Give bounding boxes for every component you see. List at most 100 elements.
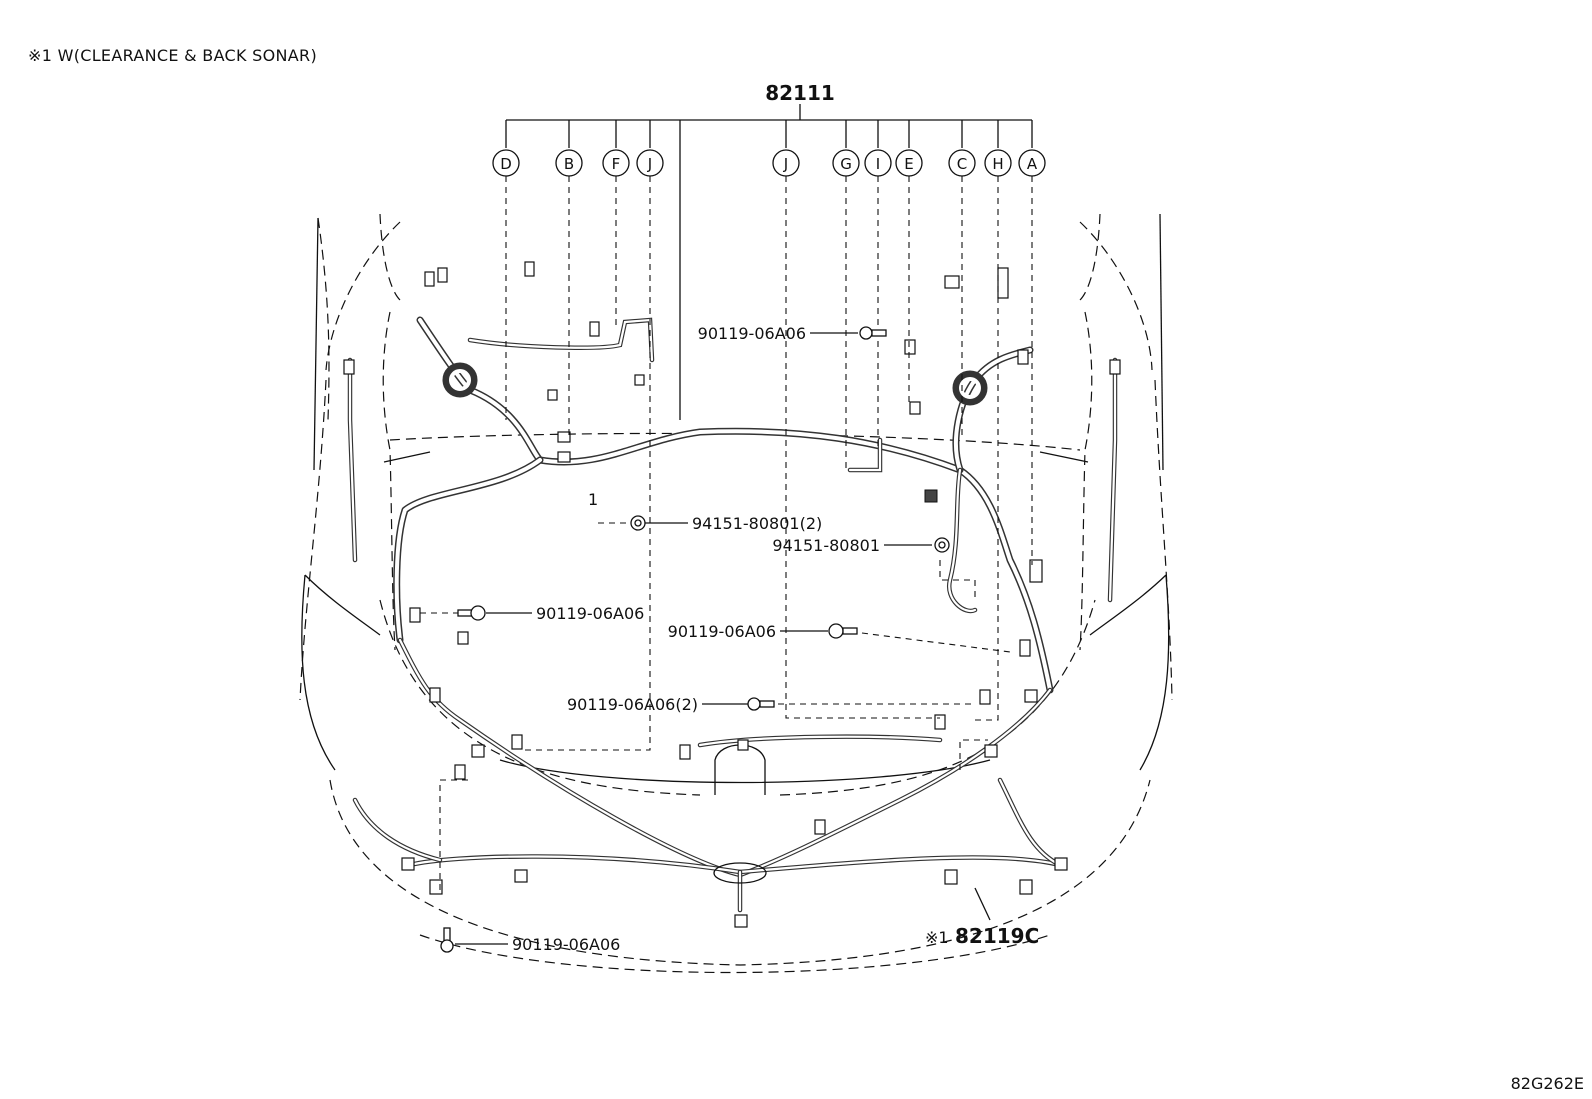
lock-bracket bbox=[714, 744, 766, 795]
cowl-right-tick bbox=[1039, 451, 1089, 463]
connector bbox=[343, 359, 355, 375]
connector bbox=[1109, 359, 1121, 375]
connector bbox=[401, 857, 415, 871]
callout-circle-f: F bbox=[602, 149, 630, 177]
connector bbox=[1054, 857, 1068, 871]
connector bbox=[511, 734, 523, 750]
connector bbox=[457, 631, 469, 645]
sub-part-prefix: ※1 bbox=[925, 928, 949, 947]
connector bbox=[1019, 879, 1033, 895]
connector bbox=[909, 401, 921, 415]
connector bbox=[409, 607, 421, 623]
connector bbox=[1024, 689, 1038, 703]
sonar-variant-note: ※1 W(CLEARANCE & BACK SONAR) bbox=[28, 46, 317, 65]
cowl-line bbox=[389, 432, 1081, 451]
connector bbox=[944, 275, 960, 289]
left-headlamp-top bbox=[304, 574, 381, 636]
callout-circle-a: A bbox=[1018, 149, 1046, 177]
left-grommet bbox=[442, 362, 478, 398]
left-edge-line bbox=[313, 217, 319, 471]
cowl-left-tick bbox=[383, 451, 431, 463]
callout-letter: I bbox=[876, 155, 880, 173]
connector bbox=[979, 689, 991, 705]
connector bbox=[934, 714, 946, 730]
callout-tree bbox=[439, 104, 1033, 890]
callout-circle-j: J bbox=[636, 149, 664, 177]
right-windshield-dash bbox=[1079, 221, 1153, 371]
side-harness-wires bbox=[347, 357, 1118, 603]
sub-part-number: 82119C bbox=[955, 924, 1039, 948]
connector bbox=[1029, 559, 1043, 583]
note-prefix: ※1 bbox=[28, 46, 53, 65]
fastener-callouts: 90119-06A06 94151-80801(2) 1 94151-80801… bbox=[420, 324, 1039, 954]
connector bbox=[984, 744, 998, 758]
connector bbox=[524, 261, 535, 277]
label-bolt-top-right: 90119-06A06 bbox=[698, 324, 806, 343]
callout-letter: G bbox=[840, 155, 852, 173]
right-edge-line bbox=[1159, 213, 1164, 471]
connector bbox=[904, 339, 916, 355]
label-bolt-bottom-left: 90119-06A06 bbox=[512, 935, 620, 954]
connector bbox=[471, 744, 485, 758]
bolt-icon bbox=[457, 605, 486, 621]
callout-letter: H bbox=[992, 155, 1003, 173]
connector bbox=[1019, 639, 1031, 657]
connector bbox=[679, 744, 691, 760]
right-headlamp-top bbox=[1089, 574, 1167, 636]
connector bbox=[589, 321, 600, 337]
callout-letter: J bbox=[783, 155, 788, 173]
right-headlamp-edge bbox=[1139, 574, 1170, 771]
connector bbox=[547, 389, 558, 401]
connector bbox=[437, 267, 448, 283]
left-inner-fender bbox=[382, 311, 396, 651]
engine-room-harness bbox=[393, 316, 1054, 878]
label-bolt-center-mid: 90119-06A06 bbox=[668, 622, 776, 641]
right-pillar-dash bbox=[1079, 213, 1101, 301]
right-grommet bbox=[952, 370, 988, 406]
left-fender-line bbox=[317, 217, 330, 421]
bolt-icon bbox=[440, 927, 454, 953]
main-part-number: 82111 bbox=[765, 81, 835, 105]
bumper-harness bbox=[352, 777, 1063, 913]
connector bbox=[924, 489, 938, 503]
clip-icon bbox=[934, 537, 950, 553]
right-outer-body bbox=[1154, 379, 1173, 701]
connector bbox=[737, 739, 749, 751]
connector bbox=[634, 374, 645, 386]
callout-circle-j: J bbox=[772, 149, 800, 177]
connectors bbox=[343, 261, 1121, 928]
callout-circle-i: I bbox=[864, 149, 892, 177]
connector bbox=[1017, 349, 1029, 365]
left-pillar-dash bbox=[379, 213, 401, 301]
bumper-lower bbox=[419, 934, 1051, 974]
radiator-support bbox=[499, 759, 991, 784]
connector bbox=[944, 869, 958, 885]
callout-letter: D bbox=[500, 155, 512, 173]
connector bbox=[429, 879, 443, 895]
connector bbox=[814, 819, 826, 835]
connector bbox=[514, 869, 528, 883]
left-windshield-dash bbox=[325, 221, 401, 371]
connector bbox=[557, 431, 571, 443]
callout-letter: C bbox=[957, 155, 967, 173]
label-bolt-left-mid: 90119-06A06 bbox=[536, 604, 644, 623]
connector bbox=[734, 914, 748, 928]
connector bbox=[429, 687, 441, 703]
callout-letter: E bbox=[904, 155, 913, 173]
connector bbox=[454, 764, 466, 780]
callout-circle-c: C bbox=[948, 149, 976, 177]
main-part-label: 82111 bbox=[765, 81, 835, 105]
callout-letter: B bbox=[564, 155, 574, 173]
clip-icon bbox=[630, 515, 646, 531]
left-headlamp-edge bbox=[301, 574, 336, 771]
bolt-icon bbox=[859, 326, 887, 340]
callout-circle-h: H bbox=[984, 149, 1012, 177]
connector bbox=[557, 451, 571, 463]
label-clip-center-right: 94151-80801 bbox=[772, 536, 880, 555]
bolt-icon bbox=[747, 697, 775, 711]
bolt-icon bbox=[828, 623, 858, 639]
hood-right-front bbox=[779, 599, 1096, 796]
callout-letter: F bbox=[612, 155, 621, 173]
